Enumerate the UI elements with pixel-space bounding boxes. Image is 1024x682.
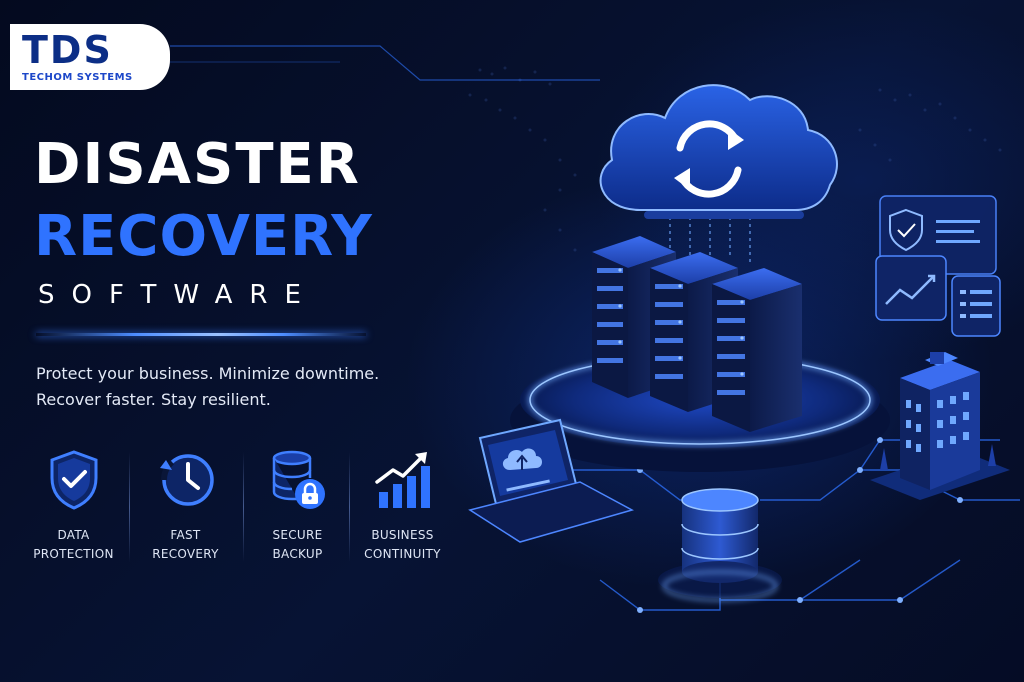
feature-fast-recovery: FAST RECOVERY: [133, 448, 238, 568]
logo-subtitle: TECHOM SYSTEMS: [22, 72, 133, 83]
logo-mark: TDS: [22, 28, 113, 72]
feature-label: FAST RECOVERY: [152, 528, 219, 561]
feature-secure-backup: SECURE BACKUP: [245, 448, 350, 568]
chart-panel: [875, 255, 1001, 337]
header-streak: [170, 45, 600, 81]
shield-check-icon: [50, 450, 97, 510]
feature-label: SECURE BACKUP: [272, 528, 323, 561]
company-logo[interactable]: TDS TECHOM SYSTEMS: [10, 24, 170, 90]
feature-divider: [243, 452, 244, 562]
office-building: [870, 352, 1010, 500]
database-lock-icon: [272, 450, 325, 509]
headline-divider: [36, 333, 366, 336]
feature-divider: [129, 452, 130, 562]
growth-chart-icon: [374, 452, 430, 508]
feature-label: DATA PROTECTION: [33, 528, 114, 561]
shield-panel: [879, 195, 997, 275]
feature-label: BUSINESS CONTINUITY: [364, 528, 441, 561]
headline-line-1: DISASTER: [34, 132, 361, 197]
headline-line-2: RECOVERY: [34, 204, 373, 269]
feature-business-continuity: BUSINESS CONTINUITY: [350, 448, 455, 568]
tagline-line-2: Recover faster. Stay resilient.: [36, 390, 271, 409]
headline-line-3: SOFTWARE: [38, 280, 318, 310]
clock-refresh-icon: [159, 454, 214, 506]
feature-divider: [349, 452, 350, 562]
laptop-upload: [468, 418, 634, 543]
cloud-sync-icon: [599, 84, 838, 219]
server-rack: [592, 236, 802, 432]
feature-data-protection: DATA PROTECTION: [21, 448, 126, 568]
database-cylinder: [658, 488, 782, 601]
tagline-line-1: Protect your business. Minimize downtime…: [36, 364, 380, 383]
